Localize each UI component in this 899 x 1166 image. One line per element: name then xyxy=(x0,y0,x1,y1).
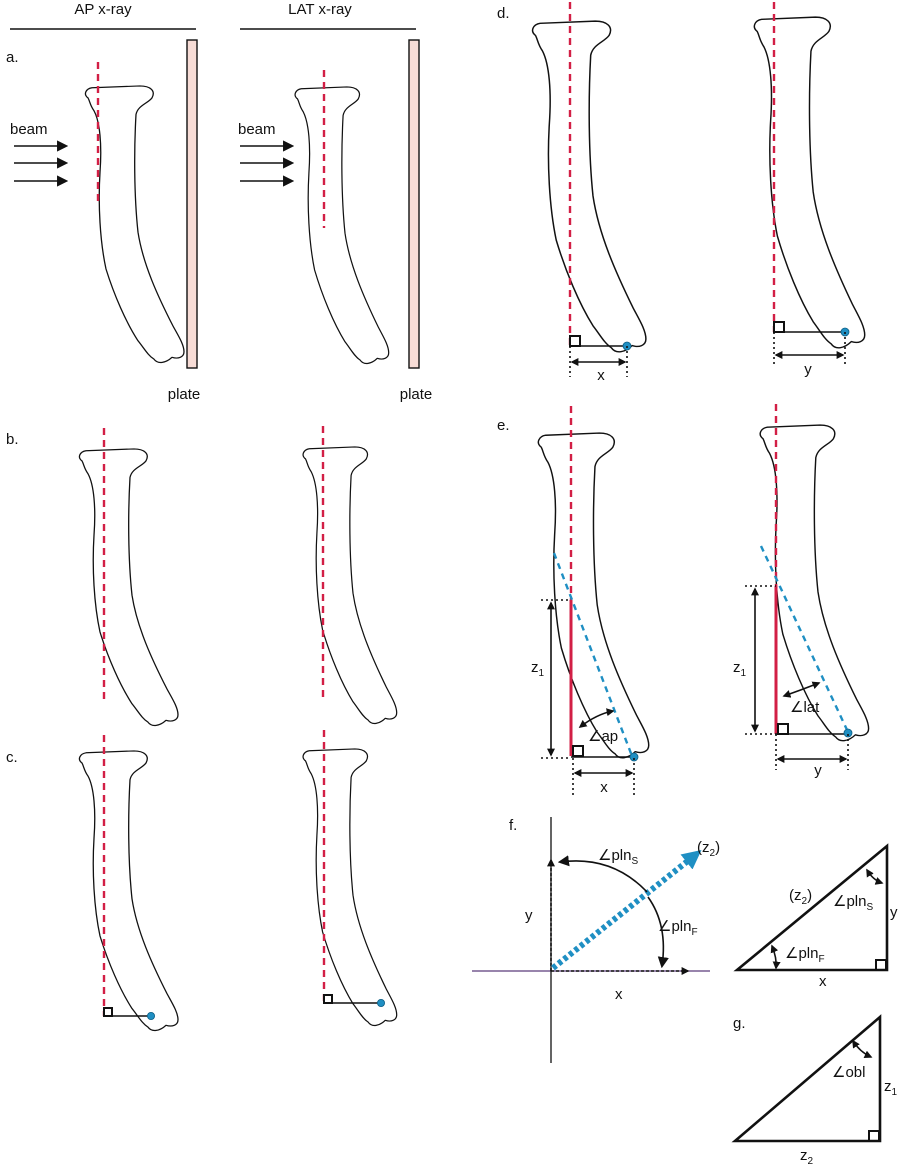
angle-lat-label: ∠lat xyxy=(790,699,820,716)
lat-oblique-line-e xyxy=(759,545,850,733)
rotation-arrow-icon xyxy=(578,708,615,728)
f-y-label: y xyxy=(525,907,533,924)
pln-triangle xyxy=(733,843,889,972)
plate-lat xyxy=(408,39,420,369)
tri-x-label: x xyxy=(819,973,827,990)
panel-a-label: a. xyxy=(6,49,19,66)
tri-y-label: y xyxy=(890,904,898,921)
beam-arrow-icon xyxy=(14,140,69,187)
ap-bone-e xyxy=(537,432,650,759)
ap-bone-b xyxy=(78,448,179,727)
landmark-dot-icon xyxy=(376,999,385,1008)
tri-angle-pln-s-label: ∠plnS xyxy=(833,893,873,913)
tri-z2-label: (z2) xyxy=(789,887,812,907)
y-label-d: y xyxy=(804,361,812,378)
x-label-e: x xyxy=(600,779,608,796)
y-label-e: y xyxy=(814,762,822,779)
panel-e-label: e. xyxy=(497,417,510,434)
rotation-arrow-icon xyxy=(647,896,669,969)
f-z2-label: (z2) xyxy=(697,839,720,859)
angle-pln-s-label-f: ∠plnS xyxy=(598,847,638,867)
landmark-dot-icon xyxy=(146,1012,155,1021)
right-angle-icon xyxy=(569,335,581,347)
ap-z1-label-e: z1 xyxy=(531,659,545,679)
ap-bone-d xyxy=(531,20,647,353)
header-lat: LAT x-ray xyxy=(288,1,352,18)
lat-z1-label-e: z1 xyxy=(733,659,747,679)
beam-label-lat: beam xyxy=(238,121,276,138)
right-angle-icon xyxy=(323,994,333,1004)
panel-c-label: c. xyxy=(6,749,18,766)
landmark-dot-icon xyxy=(629,752,639,762)
lat-bone-c xyxy=(302,748,398,1027)
tri-angle-pln-f-label: ∠plnF xyxy=(785,945,825,965)
g-z1-label: z1 xyxy=(884,1078,898,1098)
g-z2-label: z2 xyxy=(800,1147,814,1166)
ap-bone-c xyxy=(78,750,179,1032)
angle-pln-f-label-f: ∠plnF xyxy=(658,918,698,938)
rotation-arrow-icon xyxy=(557,855,648,893)
right-angle-icon xyxy=(572,745,584,757)
f-x-label: x xyxy=(615,986,623,1003)
ap-bone-a xyxy=(84,85,185,364)
rotation-arrow-icon xyxy=(782,681,821,698)
panel-d-label: d. xyxy=(497,5,510,22)
lat-bone-d xyxy=(753,16,866,349)
x-label-d: x xyxy=(597,367,605,384)
lat-bone-b xyxy=(302,446,398,725)
right-angle-icon xyxy=(773,321,785,333)
landmark-dot-icon xyxy=(843,728,853,738)
panel-b-label: b. xyxy=(6,431,19,448)
panel-f-label: f. xyxy=(509,817,517,834)
obl-triangle xyxy=(731,1014,882,1143)
right-angle-icon xyxy=(868,1130,880,1142)
right-angle-icon xyxy=(875,959,887,971)
plate-label-ap: plate xyxy=(168,386,201,403)
ap-oblique-line-e xyxy=(552,552,634,757)
beam-label-ap: beam xyxy=(10,121,48,138)
header-ap: AP x-ray xyxy=(74,1,132,18)
plate-label-lat: plate xyxy=(400,386,433,403)
beam-arrow-icon xyxy=(240,140,295,187)
angle-obl-label: ∠obl xyxy=(832,1064,865,1081)
rotation-arrow-icon xyxy=(770,944,781,970)
right-angle-icon xyxy=(103,1007,113,1017)
angle-ap-label: ∠ap xyxy=(588,728,618,745)
right-angle-icon xyxy=(777,723,789,735)
plate-ap xyxy=(186,39,198,369)
lat-bone-a xyxy=(294,86,390,365)
rotation-arrow-icon xyxy=(866,868,884,885)
f-z2-vector xyxy=(551,850,702,971)
rotation-arrow-icon xyxy=(852,1039,873,1058)
panel-g-label: g. xyxy=(733,1015,746,1032)
